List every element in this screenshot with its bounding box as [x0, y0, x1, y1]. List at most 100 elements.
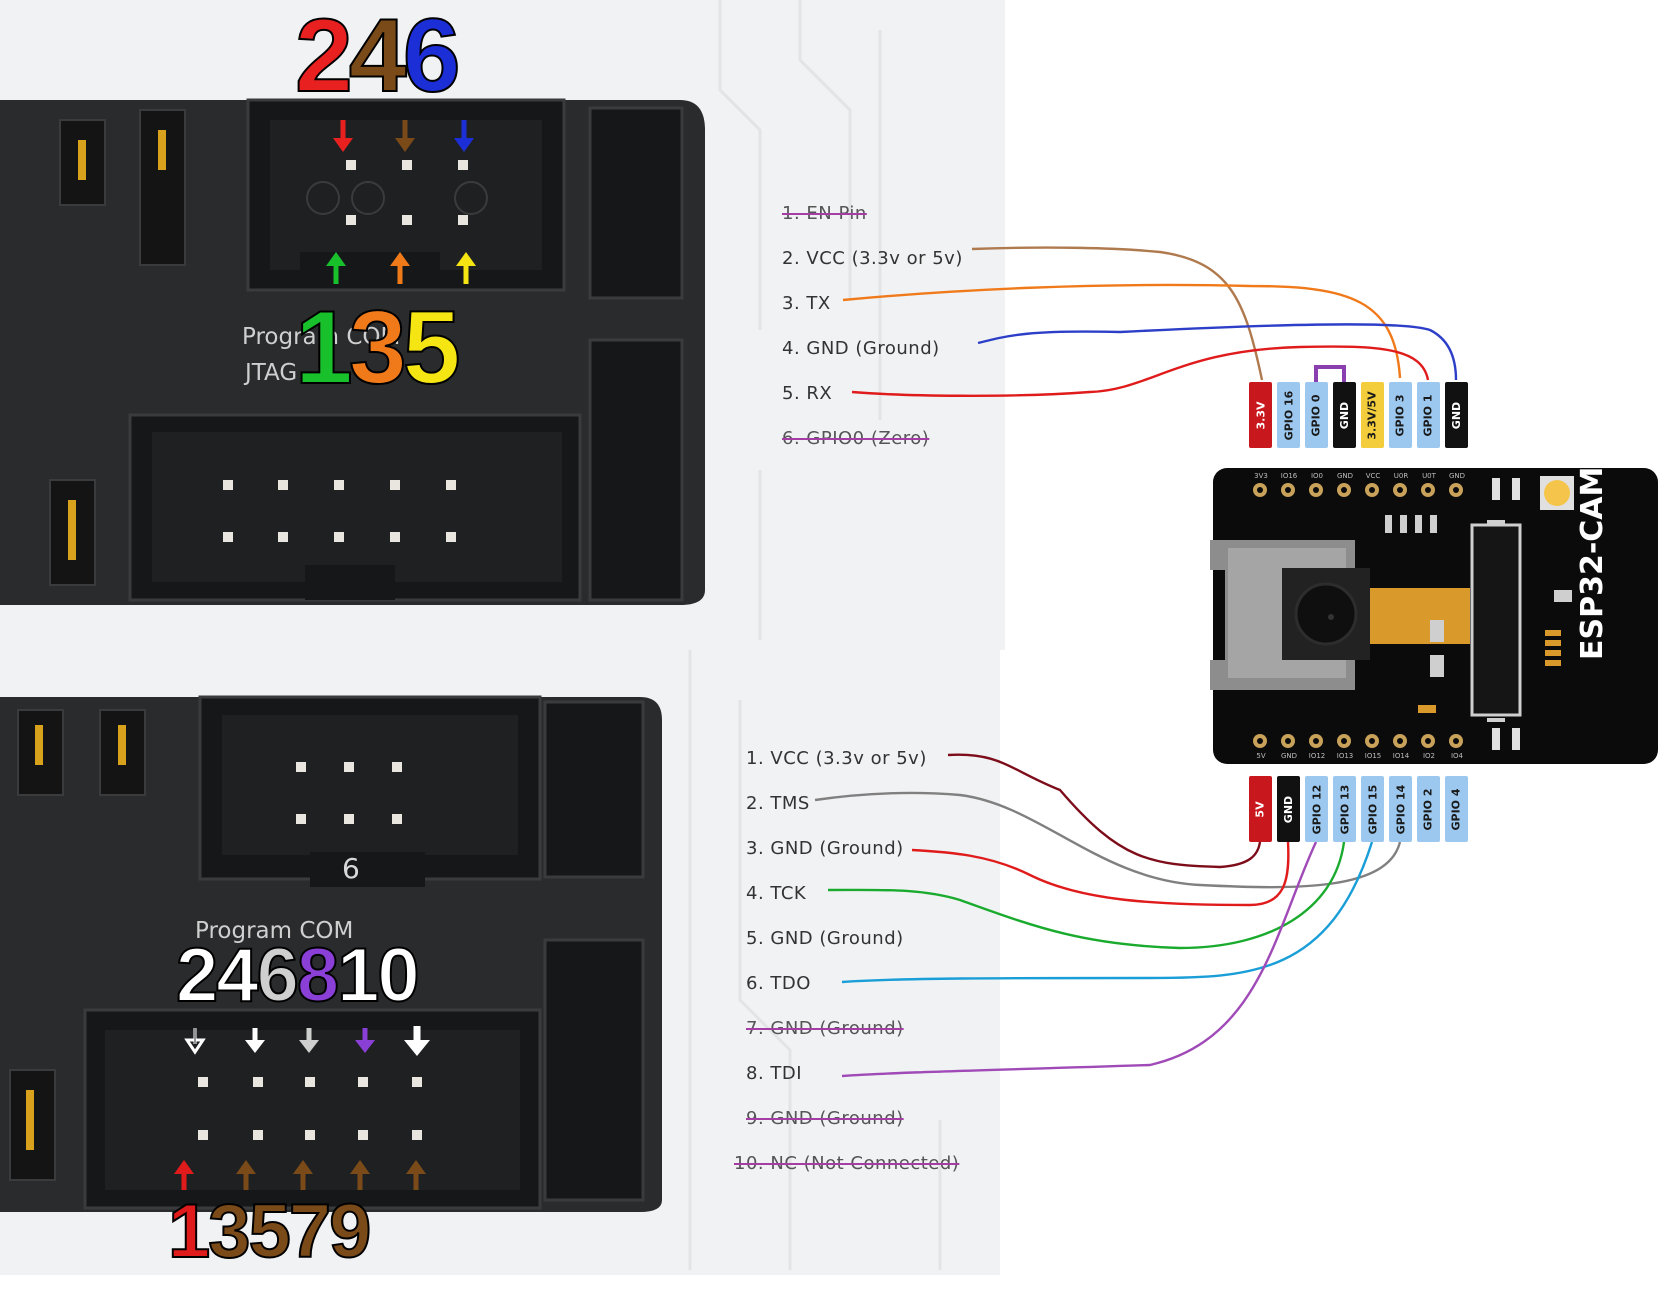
esp32-pin-label: GPIO 1 — [1422, 393, 1435, 437]
esp32-silk-label: IO16 — [1280, 472, 1298, 480]
top-label-gpio0: 6. GPIO0 (Zero) — [782, 428, 930, 449]
esp32-pin-gnd: GND — [1333, 382, 1356, 448]
bottom-label-gnd-3: 3. GND (Ground) — [746, 838, 904, 859]
top-number-4: 4 — [348, 0, 408, 114]
bottom-label-tck: 4. TCK — [746, 883, 807, 904]
top-number-6: 6 — [402, 0, 462, 114]
esp32-silk-label: 3V3 — [1254, 472, 1268, 480]
bottom-number-9: 9 — [328, 1189, 372, 1274]
bottom-label-nc: 10. NC (Not Connected) — [734, 1153, 960, 1174]
esp32-pin-label: GPIO 15 — [1366, 784, 1380, 834]
top-label-vcc: 2. VCC (3.3v or 5v) — [782, 248, 963, 269]
top-board-text-1: Program COM — [242, 324, 401, 350]
esp32-pin-gpio-16: GPIO 16 — [1277, 382, 1300, 448]
esp32-pin-3-3v: 3.3V — [1249, 382, 1272, 448]
bottom-upper-pin-numbers: 246810 — [175, 937, 421, 1015]
esp32-pin-gpio-15: GPIO 15 — [1361, 776, 1384, 842]
bottom-number-7: 7 — [288, 1189, 332, 1274]
esp32-pin-gnd: GND — [1445, 382, 1468, 448]
top-number-1: 1 — [294, 290, 354, 406]
bottom-number-1: 1 — [167, 1189, 211, 1274]
wire-tms — [814, 791, 1402, 889]
top-10pin-pins — [223, 480, 456, 542]
esp32-pin-gpio-12: GPIO 12 — [1305, 776, 1328, 842]
top-label-rx: 5. RX — [782, 383, 833, 404]
bottom-label-gnd-9: 9. GND (Ground) — [746, 1108, 904, 1129]
bottom-number-8: 8 — [296, 933, 340, 1018]
top-label-gnd: 4. GND (Ground) — [782, 338, 940, 359]
esp32-silk-label: GND — [1280, 752, 1298, 760]
esp32-pin-label: GPIO 12 — [1310, 784, 1324, 834]
esp32-silk-label: IO4 — [1450, 752, 1464, 760]
wire-vcc-bottom — [947, 753, 1262, 869]
wire-tdi — [841, 841, 1318, 1078]
bottom-6pin-label: 6 — [342, 852, 360, 885]
esp32-silk-label: IO14 — [1392, 752, 1410, 760]
esp32-pin-label: 3.3V/5V — [1366, 390, 1379, 440]
top-pcb — [0, 98, 705, 605]
esp32-pin-label: GPIO 16 — [1282, 390, 1296, 440]
esp32-silk-label: IO2 — [1422, 752, 1436, 760]
esp32-pin-label: GPIO 2 — [1422, 787, 1435, 831]
esp32-pin-label: GND — [1338, 401, 1351, 429]
esp32-pin-gpio-4: GPIO 4 — [1445, 776, 1468, 842]
bottom-number-4: 4 — [215, 933, 259, 1018]
bottom-number-3: 3 — [207, 1189, 251, 1274]
bottom-label-tdi: 8. TDI — [746, 1063, 803, 1084]
bottom-number-5: 5 — [248, 1189, 292, 1274]
gpio0-gnd-bridge — [1314, 365, 1346, 382]
wire-vcc-top — [971, 246, 1264, 381]
bottom-label-gnd-5: 5. GND (Ground) — [746, 928, 904, 949]
wire-tx — [842, 283, 1402, 379]
top-header-pins — [346, 160, 468, 225]
esp32-cam-board — [1210, 468, 1658, 764]
bottom-number-2: 2 — [175, 933, 219, 1018]
wire-tck — [827, 841, 1346, 950]
top-label-en-pin: 1. EN Pin — [782, 203, 867, 224]
bottom-arrows — [174, 1026, 430, 1190]
esp32-pin-gpio-3: GPIO 3 — [1389, 382, 1412, 448]
esp32-pin-label: 5V — [1253, 800, 1267, 818]
top-upper-pin-numbers: 246 — [294, 3, 462, 109]
top-label-tx: 3. TX — [782, 293, 831, 314]
esp32-silk-label: IO12 — [1308, 752, 1326, 760]
esp32-pin-label: GND — [1282, 795, 1295, 823]
esp32-silk-label: 5V — [1256, 752, 1266, 760]
top-arrows — [326, 120, 476, 284]
top-board-text-2: JTAG — [245, 360, 298, 386]
bottom-pcb — [0, 695, 662, 1212]
bottom-label-vcc: 1. VCC (3.3v or 5v) — [746, 748, 927, 769]
esp32-pin-label: GPIO 3 — [1394, 393, 1407, 437]
esp32-silk-label: GND — [1336, 472, 1354, 480]
top-number-2: 2 — [294, 0, 354, 114]
bottom-label-tms: 2. TMS — [746, 793, 810, 814]
wire-gnd-bottom — [911, 841, 1290, 907]
esp32-pin-label: GND — [1450, 401, 1463, 429]
wire-rx — [851, 345, 1430, 397]
esp32-silk-label: GND — [1448, 472, 1466, 480]
bottom-10pin-pins — [198, 1077, 422, 1140]
bottom-number-10: 10 — [336, 933, 421, 1018]
top-wires — [842, 246, 1458, 397]
esp32-silk-label: IO13 — [1336, 752, 1354, 760]
esp32-silk-label: U0T — [1422, 472, 1436, 480]
esp32-pin-label: GPIO 14 — [1394, 784, 1408, 834]
bottom-board-text: Program COM — [195, 918, 354, 944]
top-lower-pin-numbers: 135 — [294, 295, 462, 401]
esp32-pin-label: GPIO 0 — [1310, 393, 1323, 437]
esp32-pin-gpio-14: GPIO 14 — [1389, 776, 1412, 842]
bottom-wires — [814, 753, 1402, 1078]
bottom-number-6: 6 — [256, 933, 300, 1018]
bottom-label-tdo: 6. TDO — [746, 973, 811, 994]
top-number-5: 5 — [402, 290, 462, 406]
esp32-silk-label: U0R — [1393, 472, 1409, 480]
esp32-pin-label: 3.3V — [1254, 401, 1267, 429]
esp32-cam-title: ESP32-CAM — [1575, 466, 1610, 660]
top-number-3: 3 — [348, 290, 408, 406]
esp32-pin-label: GPIO 13 — [1338, 784, 1352, 834]
bottom-lower-pin-numbers: 13579 — [167, 1193, 372, 1271]
esp32-pin-3-3v-5v: 3.3V/5V — [1361, 382, 1384, 448]
esp32-silk-label: IO0 — [1310, 472, 1324, 480]
esp32-pin-gpio-0: GPIO 0 — [1305, 382, 1328, 448]
